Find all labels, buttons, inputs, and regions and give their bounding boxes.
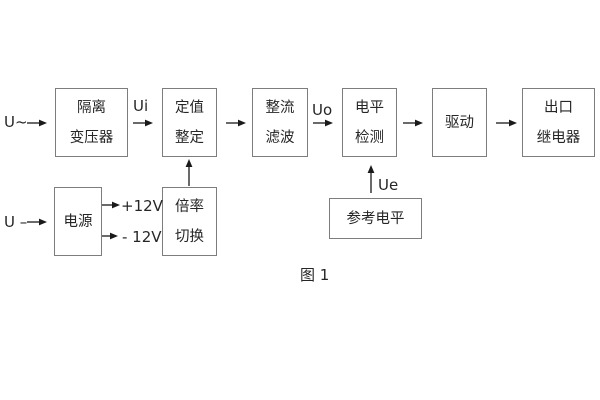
block-label-line: 切换	[175, 228, 204, 245]
block-label-line: 滤波	[265, 129, 295, 146]
signal-uo-label: Uo	[312, 101, 333, 119]
block-label-line: 倍率	[175, 198, 204, 215]
arrow-ac-input	[27, 119, 47, 127]
block-label-line: 电平	[355, 99, 384, 116]
block-label-line: 驱动	[445, 114, 474, 131]
block-label-line: 继电器	[536, 129, 581, 146]
arrow-pos-rail	[102, 201, 120, 209]
block-isolation-transformer: 隔离 变压器	[55, 88, 128, 157]
neg-rail-label: - 12V	[122, 228, 162, 246]
arrow-setpoint-to-rectifier	[226, 119, 246, 127]
arrow-reference-to-detector	[367, 165, 375, 193]
arrow-neg-rail	[102, 232, 118, 240]
block-label-line: 整流	[265, 99, 295, 116]
signal-ui-label: Ui	[133, 97, 149, 115]
block-rectifier-filter: 整流 滤波	[252, 88, 308, 157]
signal-ue-label: Ue	[378, 176, 399, 194]
arrow-dc-input	[27, 218, 47, 226]
block-label-line: 整定	[175, 129, 204, 146]
ac-input-label: U~	[4, 113, 28, 131]
pos-rail-label: +12V	[121, 197, 163, 215]
block-label-line: 定值	[175, 99, 204, 116]
block-label-line: 隔离	[77, 99, 106, 116]
block-label-line: 出口	[544, 99, 573, 116]
block-label-line: 变压器	[69, 129, 114, 146]
block-label-line: 电源	[63, 213, 93, 230]
block-output-relay: 出口 继电器	[522, 88, 595, 157]
block-driver: 驱动	[432, 88, 487, 157]
block-ratio-switch: 倍率 切换	[162, 187, 217, 256]
block-power-supply: 电源	[54, 187, 102, 256]
block-label-line: 参考电平	[346, 210, 405, 227]
figure-caption: 图 1	[300, 266, 330, 284]
block-setpoint-adjust: 定值 整定	[162, 88, 217, 157]
dc-input-label: U –	[4, 213, 28, 231]
arrow-ui	[133, 119, 153, 127]
arrow-uo	[313, 119, 333, 127]
arrow-driver-to-relay	[496, 119, 517, 127]
block-label-line: 检测	[355, 129, 384, 146]
block-reference-level: 参考电平	[329, 198, 422, 239]
arrow-detector-to-driver	[403, 119, 423, 127]
arrow-ratio-to-setpoint	[185, 159, 193, 186]
block-level-detector: 电平 检测	[342, 88, 397, 157]
